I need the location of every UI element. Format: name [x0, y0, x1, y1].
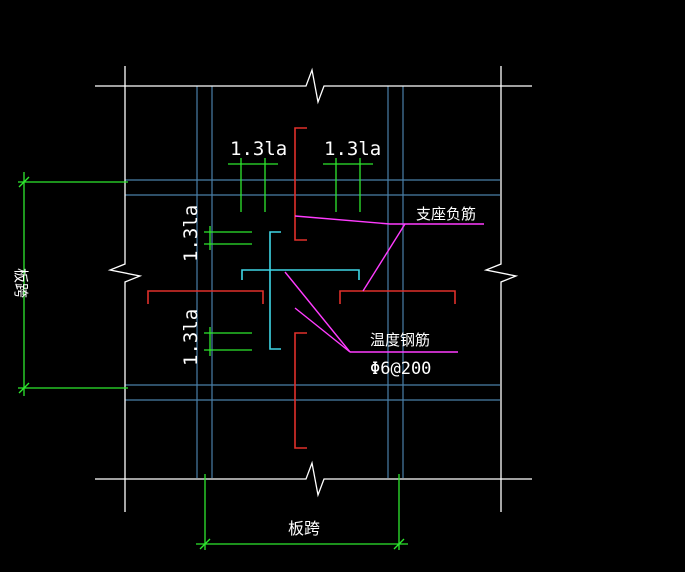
leader-support-a: [294, 215, 391, 225]
right-edge-with-break: [483, 66, 519, 512]
span-v-tick: [18, 382, 30, 394]
anchor-left-lower-label: 1.3la: [180, 309, 202, 366]
support-negative-rebar-label: 支座负筋: [416, 205, 476, 223]
left-edge-with-break: [107, 66, 143, 512]
temperature-rebar: [241, 231, 360, 350]
temperature-rebar-spec-label: Φ6@200: [370, 359, 431, 379]
span-h-tick: [393, 538, 405, 550]
anchor-left-upper-label: 1.3la: [180, 205, 202, 262]
bottom-edge-with-break: [95, 460, 532, 498]
rebar-bottom: [294, 332, 307, 449]
slab-outline: [95, 66, 532, 512]
span-horizontal-label: 板跨: [288, 519, 320, 538]
temp-rebar-vertical: [269, 231, 281, 350]
top-edge-with-break: [95, 67, 532, 105]
span-v-tick: [18, 176, 30, 188]
anchor-top-right-label: 1.3la: [324, 138, 381, 160]
leaders: [284, 215, 484, 353]
leader-support-b: [362, 223, 406, 292]
rebar-right: [339, 290, 456, 304]
span-dimensions: [18, 172, 408, 550]
temperature-rebar-label: 温度钢筋: [370, 331, 430, 349]
beam-grid: [125, 86, 500, 478]
anchor-dimensions: [204, 158, 373, 356]
support-negative-rebar: [147, 127, 456, 449]
labels: 1.3la 1.3la 1.3la 1.3la 支座负筋 温度钢筋 Φ6@200…: [12, 138, 476, 538]
span-h-tick: [199, 538, 211, 550]
span-vertical-label: 板跨: [12, 268, 30, 298]
temp-rebar-horizontal: [241, 269, 360, 280]
rebar-top: [294, 127, 307, 241]
rebar-left: [147, 290, 264, 304]
anchor-top-left-label: 1.3la: [230, 138, 287, 160]
leader-temp-b: [294, 307, 351, 353]
leader-temp-a: [284, 271, 351, 353]
